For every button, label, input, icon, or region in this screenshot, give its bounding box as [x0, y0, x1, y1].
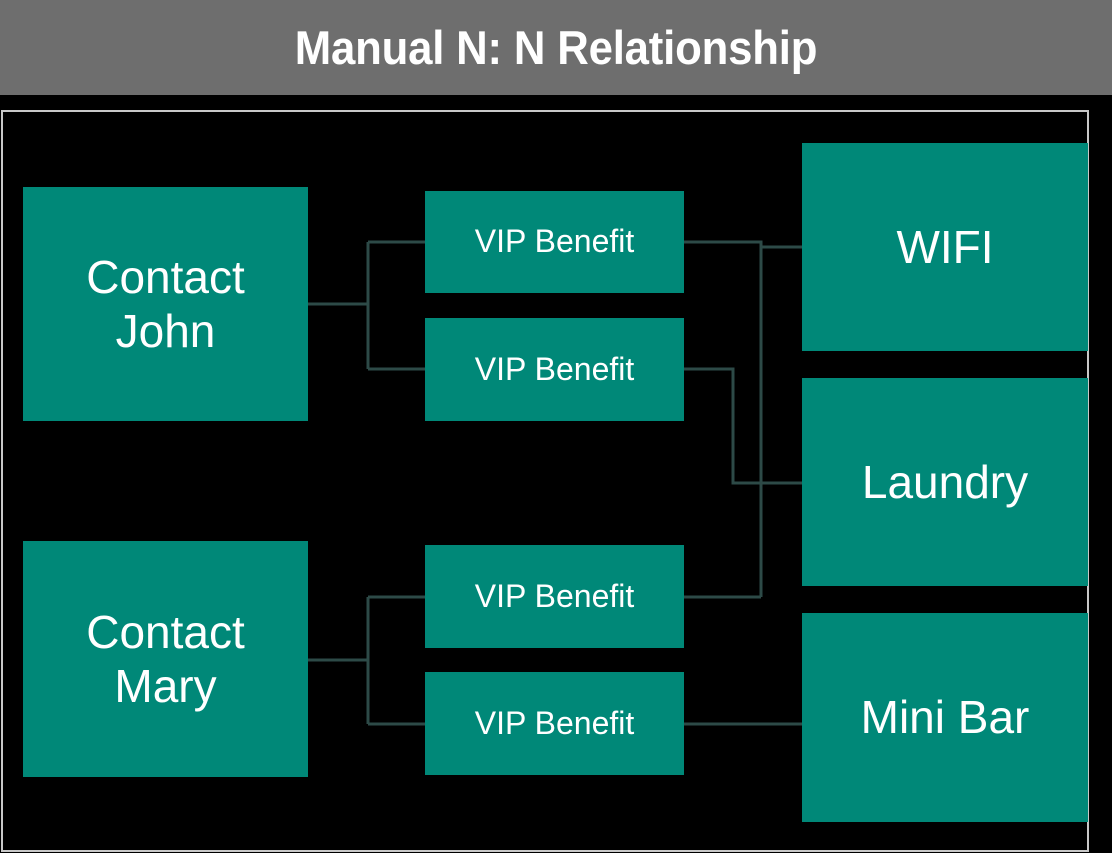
node-vip-benefit-4[interactable]: VIP Benefit [425, 672, 684, 775]
node-laundry[interactable]: Laundry [802, 378, 1088, 586]
node-contact-mary[interactable]: Contact Mary [23, 541, 308, 777]
header-bar: Manual N: N Relationship [0, 0, 1112, 95]
node-vip-benefit-3[interactable]: VIP Benefit [425, 545, 684, 648]
node-vip-benefit-1[interactable]: VIP Benefit [425, 191, 684, 293]
node-wifi[interactable]: WIFI [802, 143, 1088, 351]
node-vip-benefit-2[interactable]: VIP Benefit [425, 318, 684, 421]
page-title: Manual N: N Relationship [294, 21, 818, 74]
node-contact-john[interactable]: Contact John [23, 187, 308, 421]
node-mini-bar[interactable]: Mini Bar [802, 613, 1088, 822]
